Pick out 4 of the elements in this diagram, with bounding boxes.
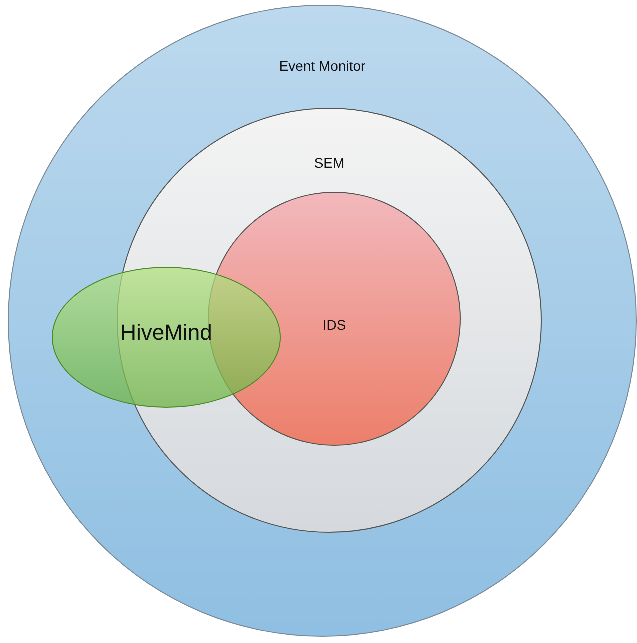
circle-label: Event Monitor bbox=[278, 58, 367, 74]
circle-label: HiveMind bbox=[120, 320, 214, 346]
circle-label: SEM bbox=[313, 155, 346, 171]
circle-label: IDS bbox=[322, 317, 348, 333]
